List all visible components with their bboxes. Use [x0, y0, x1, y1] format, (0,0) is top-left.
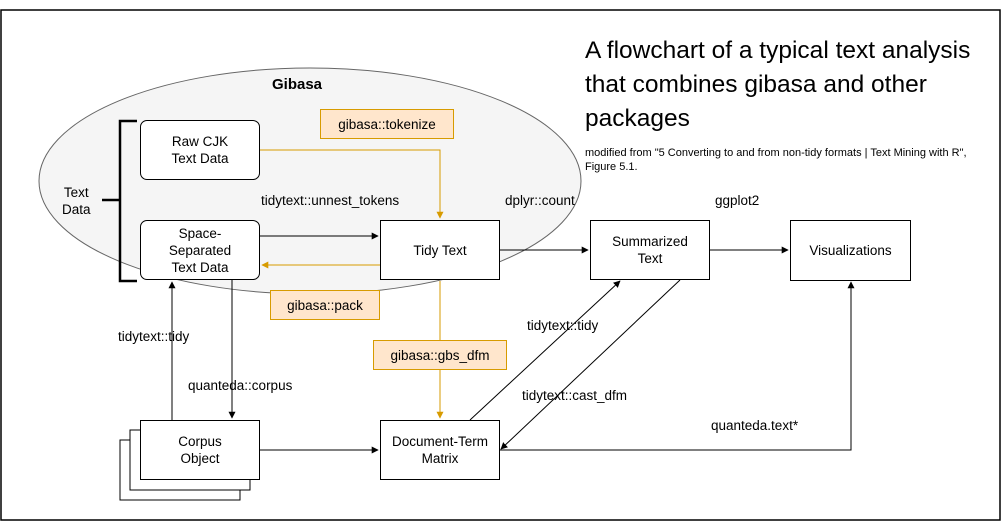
label-tidy-left: tidytext::tidy	[118, 329, 190, 344]
edge-summarized-to-dtm	[500, 279, 681, 450]
text-data-label: Text Data	[62, 185, 91, 217]
edge-dtm-to-summarized	[469, 280, 621, 421]
edge-dtm-to-visualizations	[500, 281, 855, 451]
label-quanteda-text: quanteda.text*	[711, 418, 799, 433]
node-raw-cjk-text-data: Raw CJK Text Data	[140, 120, 260, 180]
diagram-title: A flowchart of a typical text analysis t…	[585, 37, 971, 132]
label-cast-dfm: tidytext::cast_dfm	[522, 388, 628, 403]
node-summarized-text: Summarized Text	[590, 220, 710, 280]
node-visualizations: Visualizations	[790, 220, 911, 281]
edge-raw-to-tidy	[260, 149, 444, 219]
source-note: modified from "5 Converting to and from …	[585, 147, 967, 173]
gibasa-tokenize-box: gibasa::tokenize	[320, 109, 454, 139]
label-ggplot2: ggplot2	[715, 193, 760, 208]
label-tidy-mid: tidytext::tidy	[527, 318, 599, 333]
label-unnest-tokens: tidytext::unnest_tokens	[261, 193, 400, 208]
gibasa-pack-box: gibasa::pack	[270, 290, 380, 320]
gibasa-gbs-dfm-box: gibasa::gbs_dfm	[373, 340, 507, 370]
label-dplyr-count: dplyr::count	[505, 193, 575, 208]
node-tidy-text: Tidy Text	[380, 220, 500, 280]
node-space-separated-text-data: Space- Separated Text Data	[140, 220, 260, 280]
gibasa-group-label: Gibasa	[272, 76, 323, 93]
node-document-term-matrix: Document-Term Matrix	[380, 420, 500, 480]
node-corpus-object: Corpus Object	[140, 420, 260, 480]
label-quanteda-corpus: quanteda::corpus	[188, 378, 293, 393]
